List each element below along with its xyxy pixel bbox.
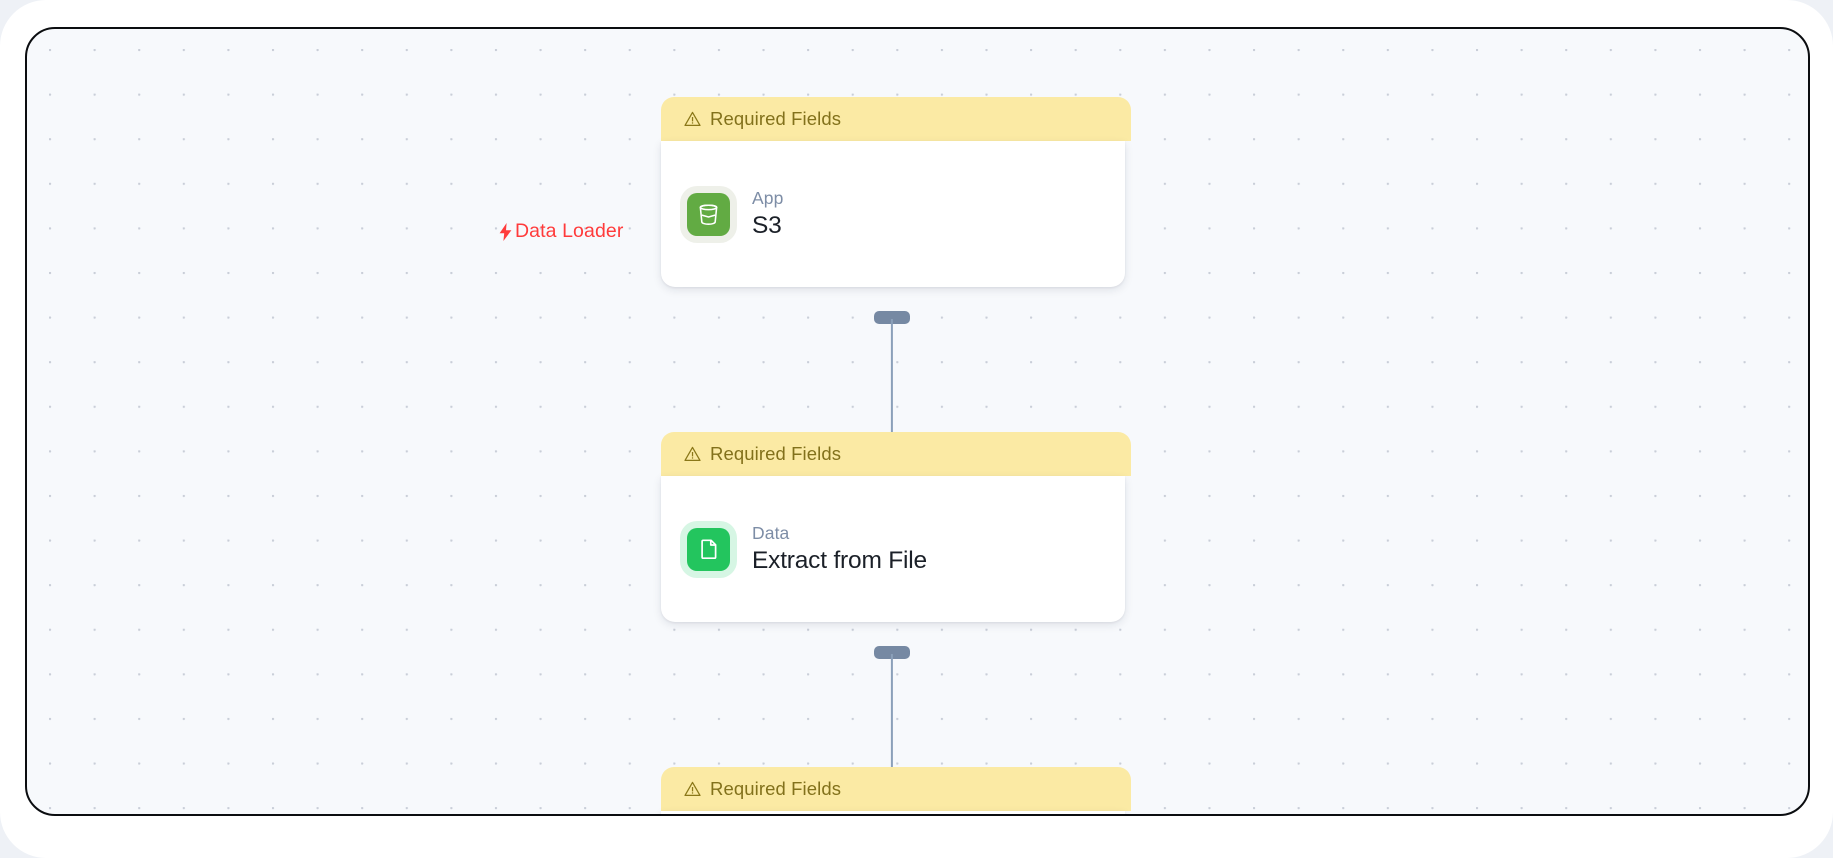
file-document-icon xyxy=(687,527,730,571)
node-banner-text-s3: Required Fields xyxy=(710,108,842,129)
node-title-s3: S3 xyxy=(752,211,782,239)
node-text-extract: Data Extract from File xyxy=(752,523,927,575)
source-handle-extract[interactable] xyxy=(874,646,910,659)
node-title-extract: Extract from File xyxy=(752,546,927,574)
flow-canvas[interactable]: Data Loader Required Fields xyxy=(25,27,1810,816)
node-text-s3: App S3 xyxy=(752,188,783,240)
node-banner-text-third: Required Fields xyxy=(710,778,842,799)
node-banner-extract: Required Fields xyxy=(661,432,1131,476)
warning-triangle-icon xyxy=(684,111,701,128)
source-handle-s3[interactable] xyxy=(874,311,910,324)
node-body-extract[interactable]: Data Extract from File xyxy=(661,476,1125,622)
node-body-s3[interactable]: App S3 xyxy=(661,141,1125,287)
s3-bucket-icon xyxy=(687,192,730,236)
connector-wire xyxy=(890,654,894,782)
node-banner-s3: Required Fields xyxy=(661,97,1131,141)
flow-node-third-partial[interactable]: Required Fields xyxy=(661,767,1131,814)
flow-node-s3[interactable]: Required Fields App S3 xyxy=(661,97,1131,287)
flow-node-extract-from-file[interactable]: Required Fields Data Extract from File xyxy=(661,432,1131,622)
warning-triangle-icon xyxy=(684,446,701,463)
node-kind-extract: Data xyxy=(752,522,790,543)
data-loader-annotation: Data Loader xyxy=(499,220,623,243)
warning-triangle-icon xyxy=(684,781,701,798)
lightning-bolt-icon xyxy=(499,222,514,242)
data-loader-label-text: Data Loader xyxy=(515,220,624,242)
node-kind-s3: App xyxy=(752,187,784,208)
connector-wire xyxy=(890,319,894,447)
node-body-third[interactable] xyxy=(661,811,1125,814)
node-banner-third: Required Fields xyxy=(661,767,1131,811)
node-banner-text-extract: Required Fields xyxy=(710,443,842,464)
